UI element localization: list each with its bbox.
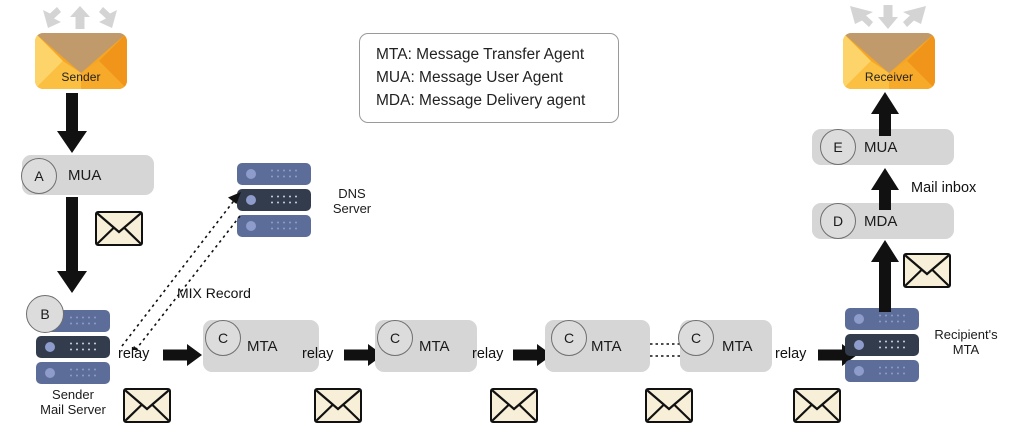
server-unit-bottom: [845, 360, 919, 382]
server-dotgrid: [70, 342, 102, 352]
server-unit-bottom: [237, 215, 311, 237]
edge-relay-3-label: relay: [472, 346, 504, 362]
badge-b: B: [26, 295, 64, 333]
server-led: [45, 368, 55, 378]
node-mta-3-label: MTA: [591, 337, 622, 355]
server-led: [246, 195, 256, 205]
server-dotgrid: [879, 314, 911, 324]
arrow-recipientmta-to-mda: [868, 240, 902, 312]
receiver-mail-label: Receiver: [864, 70, 914, 84]
arrow-sender-to-mua: [52, 93, 92, 155]
envelope-icon-3: [314, 388, 362, 423]
server-dotgrid: [271, 195, 303, 205]
envelope-fold: [315, 389, 361, 422]
abbreviation-legend: MTA: Message Transfer Agent MUA: Message…: [359, 33, 619, 123]
receiver-hint-arrows: [838, 2, 938, 32]
edge-relay-4-label: relay: [775, 346, 807, 362]
node-mta-4-label: MTA: [722, 337, 753, 355]
server-led: [854, 366, 864, 376]
envelope-body: [903, 253, 951, 288]
recipient-mta-label: Recipient's MTA: [923, 327, 1009, 357]
edge-mail-inbox-label: Mail inbox: [911, 180, 977, 196]
sender-mail-server-label: Sender Mail Server: [13, 387, 133, 417]
badge-d: D: [820, 203, 856, 239]
arrow-relay-3: [513, 344, 553, 366]
envelope-fold: [124, 389, 170, 422]
node-mta-2-label: MTA: [419, 337, 450, 355]
server-unit-top: [845, 308, 919, 330]
sender-mail-icon: Sender: [35, 33, 127, 89]
envelope-icon-6: [793, 388, 841, 423]
sender-mail-server-label-line2: Mail Server: [40, 402, 106, 417]
arrow-mda-to-mua: [868, 168, 902, 210]
node-mda-label: MDA: [864, 212, 898, 230]
envelope-body: [793, 388, 841, 423]
legend-line-1: MTA: Message Transfer Agent: [376, 46, 585, 63]
legend-line-3: MDA: Message Delivery agent: [376, 92, 586, 109]
receiver-mail-icon: Receiver: [843, 33, 935, 89]
edge-mta-ellipsis: [650, 338, 682, 362]
legend-line-2: MUA: Message User Agent: [376, 69, 563, 86]
server-unit-mid: [237, 189, 311, 211]
edge-relay-2-label: relay: [302, 346, 334, 362]
envelope-fold: [904, 254, 950, 287]
node-recipient-mta[interactable]: [845, 308, 919, 382]
server-led: [854, 340, 864, 350]
server-unit-mid: [36, 336, 110, 358]
server-unit-bottom: [36, 362, 110, 384]
dns-server-label: DNS Server: [322, 186, 382, 216]
envelope-body: [123, 388, 171, 423]
receiver-mail-facets: [843, 33, 935, 89]
server-led: [246, 169, 256, 179]
envelope-icon-5: [645, 388, 693, 423]
server-dotgrid: [70, 316, 102, 326]
envelope-fold: [96, 212, 142, 245]
dns-server-label-line1: DNS: [338, 186, 366, 201]
envelope-body: [314, 388, 362, 423]
badge-c-2: C: [377, 320, 413, 356]
dns-server-label-line2: Server: [332, 201, 372, 216]
edge-dns-lookup-label: MIX Record: [177, 285, 251, 301]
sender-mail-facets: [35, 33, 127, 89]
server-dotgrid: [70, 368, 102, 378]
node-mua-receiver-label: MUA: [864, 138, 898, 156]
server-unit-mid: [845, 334, 919, 356]
badge-e: E: [820, 129, 856, 165]
server-dotgrid: [271, 169, 303, 179]
arrow-mua-to-receiver: [868, 92, 902, 136]
envelope-body: [490, 388, 538, 423]
server-dotgrid: [879, 366, 911, 376]
recipient-mta-label-line1: Recipient's: [934, 327, 998, 342]
envelope-fold: [491, 389, 537, 422]
arrow-mua-to-mailserver: [52, 197, 92, 295]
server-led: [246, 221, 256, 231]
server-dotgrid: [271, 221, 303, 231]
sender-hint-arrows: [30, 2, 130, 32]
badge-c-1: C: [205, 320, 241, 356]
envelope-icon-4: [490, 388, 538, 423]
server-dotgrid: [879, 340, 911, 350]
envelope-body: [95, 211, 143, 246]
node-mua-sender-label: MUA: [68, 166, 102, 184]
sender-mail-label: Sender: [61, 70, 101, 84]
sender-mail-server-label-line1: Sender: [52, 387, 94, 402]
arrow-relay-1: [163, 344, 203, 366]
envelope-fold: [794, 389, 840, 422]
envelope-icon-1: [95, 211, 143, 246]
server-led: [45, 342, 55, 352]
envelope-body: [645, 388, 693, 423]
badge-c-3: C: [551, 320, 587, 356]
envelope-fold: [646, 389, 692, 422]
badge-c-4: C: [678, 320, 714, 356]
node-mta-1-label: MTA: [247, 337, 278, 355]
badge-a: A: [21, 158, 57, 194]
envelope-icon-7: [903, 253, 951, 288]
node-dns-server[interactable]: [237, 163, 311, 237]
server-unit-top: [237, 163, 311, 185]
edge-relay-1-label: relay: [118, 346, 150, 362]
recipient-mta-label-line2: MTA: [952, 342, 980, 357]
envelope-icon-2: [123, 388, 171, 423]
server-led: [854, 314, 864, 324]
arrow-relay-2: [344, 344, 384, 366]
